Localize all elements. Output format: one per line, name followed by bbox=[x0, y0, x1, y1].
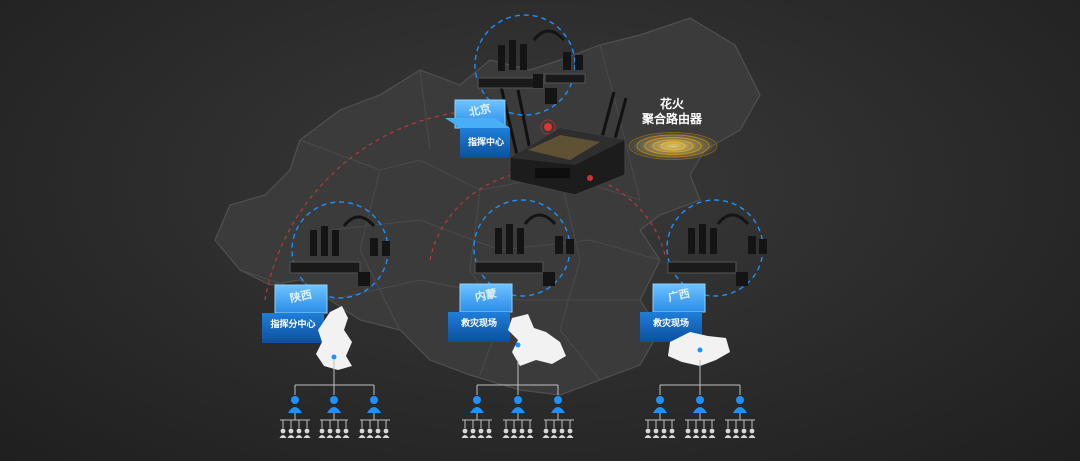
router-signal-rings bbox=[628, 132, 718, 160]
leaf-node-icon bbox=[668, 428, 676, 438]
leaf-node-icon bbox=[279, 428, 287, 438]
leaf-node-icon bbox=[518, 428, 526, 438]
leaf-node-icon bbox=[526, 428, 534, 438]
leaf-node-icon bbox=[692, 428, 700, 438]
person-icon bbox=[470, 396, 484, 413]
aggregation-router bbox=[498, 81, 628, 196]
leaf-node-icon bbox=[542, 428, 550, 438]
person-icons bbox=[288, 396, 747, 413]
leaf-node-icon bbox=[374, 428, 382, 438]
leaf-node-icon bbox=[732, 428, 740, 438]
hierarchy-tree-left bbox=[280, 360, 390, 421]
command-center-label: 指挥中心 bbox=[467, 138, 504, 148]
leaf-node-icon bbox=[287, 428, 295, 438]
leaf-node-icon bbox=[644, 428, 652, 438]
person-icon bbox=[288, 396, 302, 413]
person-icon bbox=[733, 396, 747, 413]
command-center-cluster bbox=[445, 14, 586, 158]
leaf-node-icon bbox=[510, 428, 518, 438]
leaf-node-icon bbox=[342, 428, 350, 438]
leaf-node-icon bbox=[382, 428, 390, 438]
hierarchy-tree-right bbox=[645, 360, 755, 421]
site-3-label: 救灾现场 bbox=[652, 319, 689, 329]
province-shaanxi-shape bbox=[316, 306, 352, 370]
person-icon bbox=[367, 396, 381, 413]
leaf-node-icon bbox=[748, 428, 756, 438]
leaf-node-icon bbox=[477, 428, 485, 438]
site-2-label: 救灾现场 bbox=[460, 319, 497, 329]
site-1-label: 指挥分中心 bbox=[270, 320, 316, 330]
leaf-node-icon bbox=[558, 428, 566, 438]
leaf-node-icon bbox=[303, 428, 311, 438]
leaf-node-icon bbox=[295, 428, 303, 438]
province-center-dot bbox=[515, 342, 521, 348]
leaf-node-icon bbox=[724, 428, 732, 438]
leaf-node-icon bbox=[318, 428, 326, 438]
leaf-node-icon bbox=[326, 428, 334, 438]
person-icon bbox=[653, 396, 667, 413]
leaf-node-icon bbox=[550, 428, 558, 438]
leaf-node-icon bbox=[684, 428, 692, 438]
leaf-node-icon bbox=[485, 428, 493, 438]
disaster-site-cluster-right bbox=[640, 199, 767, 342]
node-dots bbox=[279, 342, 756, 438]
router-name-line1: 花火 bbox=[659, 97, 684, 111]
disaster-site-cluster-middle bbox=[448, 199, 574, 342]
leaf-node-icon bbox=[358, 428, 366, 438]
red-signal-marker bbox=[540, 119, 556, 135]
coverage-arc-left bbox=[264, 109, 501, 301]
person-icon bbox=[693, 396, 707, 413]
province-center-dot bbox=[697, 347, 703, 353]
branch-center-cluster bbox=[262, 201, 390, 343]
leaf-node-icon bbox=[652, 428, 660, 438]
router-name-line2: 聚合路由器 bbox=[641, 112, 702, 126]
person-icon bbox=[551, 396, 565, 413]
person-icon bbox=[511, 396, 525, 413]
leaf-node-icon bbox=[502, 428, 510, 438]
person-icon bbox=[327, 396, 341, 413]
leaf-node-icon bbox=[469, 428, 477, 438]
province-innermongolia-shape bbox=[508, 314, 566, 366]
leaf-node-icon bbox=[334, 428, 342, 438]
router-name: 花火 聚合路由器 bbox=[632, 97, 712, 127]
leaf-node-icon bbox=[740, 428, 748, 438]
province-center-dot bbox=[331, 354, 337, 360]
leaf-node-icon bbox=[366, 428, 374, 438]
leaf-node-icon bbox=[700, 428, 708, 438]
hierarchy-tree-middle bbox=[462, 360, 574, 421]
leaf-node-icon bbox=[708, 428, 716, 438]
leaf-node-icon bbox=[566, 428, 574, 438]
leaf-node-icon bbox=[660, 428, 668, 438]
leaf-node-icon bbox=[461, 428, 469, 438]
